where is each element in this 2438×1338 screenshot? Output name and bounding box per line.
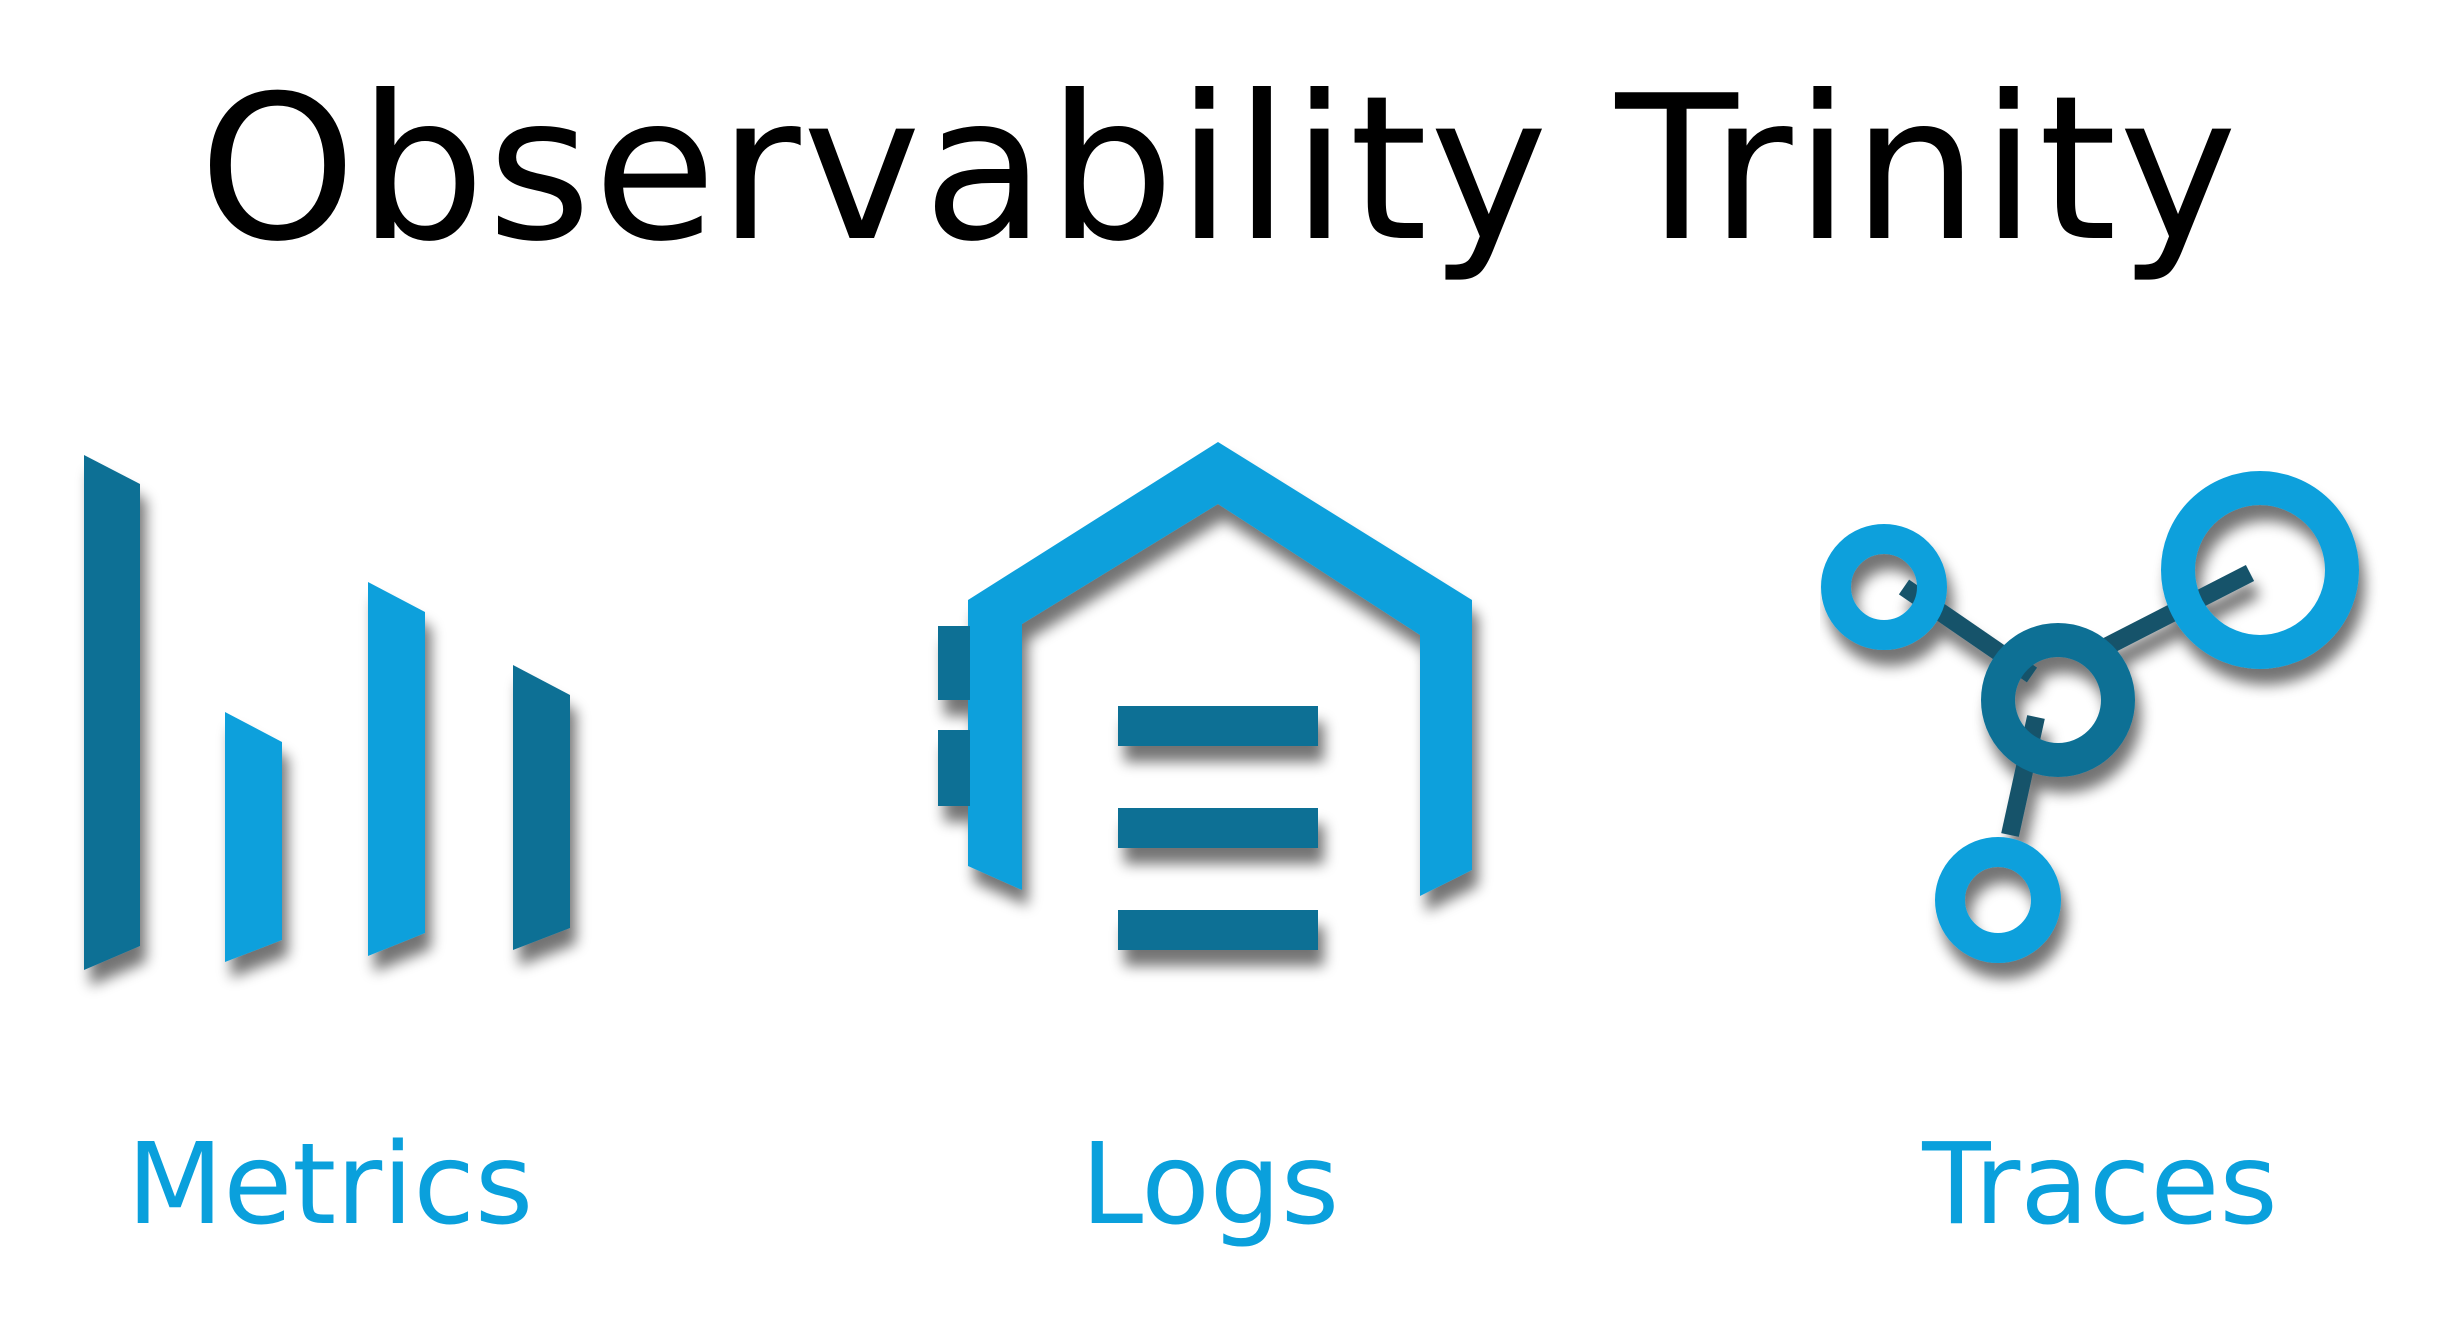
metric-bar-2 [225,712,282,962]
side-tab-top [938,626,970,700]
log-storage-icon [938,442,1472,950]
trace-link-right [2085,564,2255,664]
trace-graph-icon [1821,471,2359,963]
side-tab-bottom [938,730,970,806]
diagram-title: Observability Trinity [198,53,2240,286]
pillar-label-metrics: Metrics [126,1120,534,1250]
metric-bar-3 [368,582,425,956]
log-line-2 [1118,808,1318,848]
metric-bar-4 [513,665,570,950]
log-line-3 [1118,910,1318,950]
log-line-1 [1118,706,1318,746]
pillar-label-logs: Logs [1080,1120,1340,1250]
trace-node-bottom [1935,837,2061,963]
house-frame [968,442,1472,896]
trace-node-left [1821,524,1947,650]
metric-bar-1 [84,455,140,970]
trace-node-right [2161,471,2359,669]
bar-chart-icon [84,455,570,970]
trace-node-center [1981,623,2135,777]
pillar-label-traces: Traces [1922,1120,2278,1250]
